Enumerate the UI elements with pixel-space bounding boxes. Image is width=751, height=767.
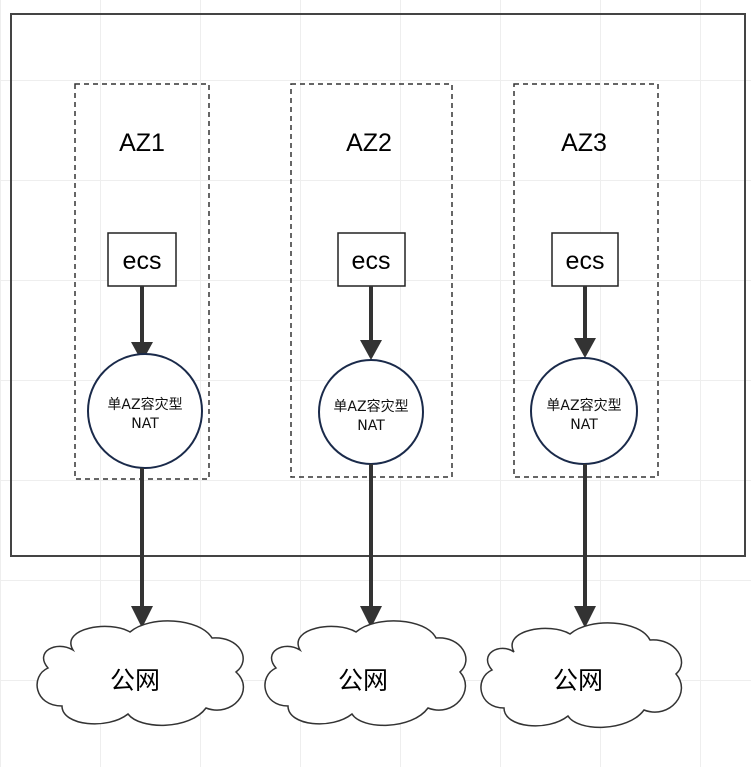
ecs-box[interactable] bbox=[337, 232, 406, 287]
arrowhead bbox=[131, 342, 153, 362]
nat-label: NAT bbox=[570, 417, 598, 433]
arrowhead bbox=[574, 338, 596, 358]
cloud-label: 公网 bbox=[338, 666, 388, 695]
ecs-label: ecs bbox=[566, 247, 605, 275]
cloud-label: 公网 bbox=[553, 666, 603, 695]
zone-az3: AZ3 ecs 单AZ容灾型 NAT 公网 bbox=[480, 83, 683, 728]
arrowhead bbox=[574, 606, 596, 628]
ecs-label: ecs bbox=[123, 247, 162, 275]
nat-type-label: 单AZ容灾型 bbox=[107, 396, 182, 413]
region-container bbox=[10, 13, 746, 557]
az-label: AZ2 bbox=[346, 129, 392, 157]
nat-type-label: 单AZ容灾型 bbox=[546, 397, 621, 414]
internet-cloud bbox=[36, 620, 245, 726]
internet-cloud bbox=[264, 620, 467, 726]
nat-label: NAT bbox=[357, 418, 385, 434]
arrowhead bbox=[360, 606, 382, 628]
nat-gateway-node[interactable] bbox=[87, 353, 203, 469]
az-label: AZ3 bbox=[561, 129, 607, 157]
az-label: AZ1 bbox=[119, 129, 165, 157]
nat-type-label: 单AZ容灾型 bbox=[333, 398, 408, 415]
internet-cloud bbox=[480, 622, 683, 728]
zone-az1: AZ1 ecs 单AZ容灾型 NAT 公网 bbox=[36, 83, 245, 726]
arrowhead bbox=[131, 606, 153, 628]
ecs-label: ecs bbox=[352, 247, 391, 275]
nat-label: NAT bbox=[131, 416, 159, 432]
cloud-label: 公网 bbox=[110, 666, 160, 695]
arrowhead bbox=[360, 340, 382, 360]
az-box bbox=[513, 83, 659, 478]
ecs-box[interactable] bbox=[551, 232, 619, 287]
zone-az2: AZ2 ecs 单AZ容灾型 NAT 公网 bbox=[264, 83, 467, 726]
ecs-box[interactable] bbox=[107, 232, 177, 287]
